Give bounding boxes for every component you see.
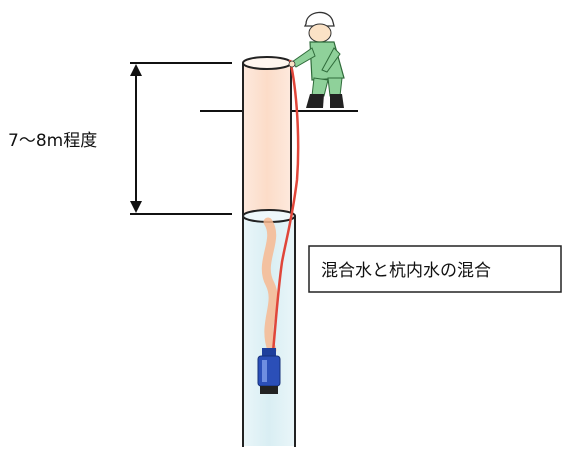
depth-label: 7～8m程度 <box>8 131 97 151</box>
submersible-pump-icon <box>257 348 281 394</box>
dim-arrow-up <box>130 64 142 76</box>
dim-arrow-down <box>130 201 142 213</box>
mixing-plume <box>261 217 278 355</box>
pump-hose <box>271 59 300 353</box>
callout-label: 混合水と杭内水の混合 <box>321 261 491 281</box>
callout-box <box>308 245 562 293</box>
worker-icon <box>288 11 345 108</box>
pile-top-rim <box>242 56 292 70</box>
pile-upper-section <box>243 63 291 218</box>
